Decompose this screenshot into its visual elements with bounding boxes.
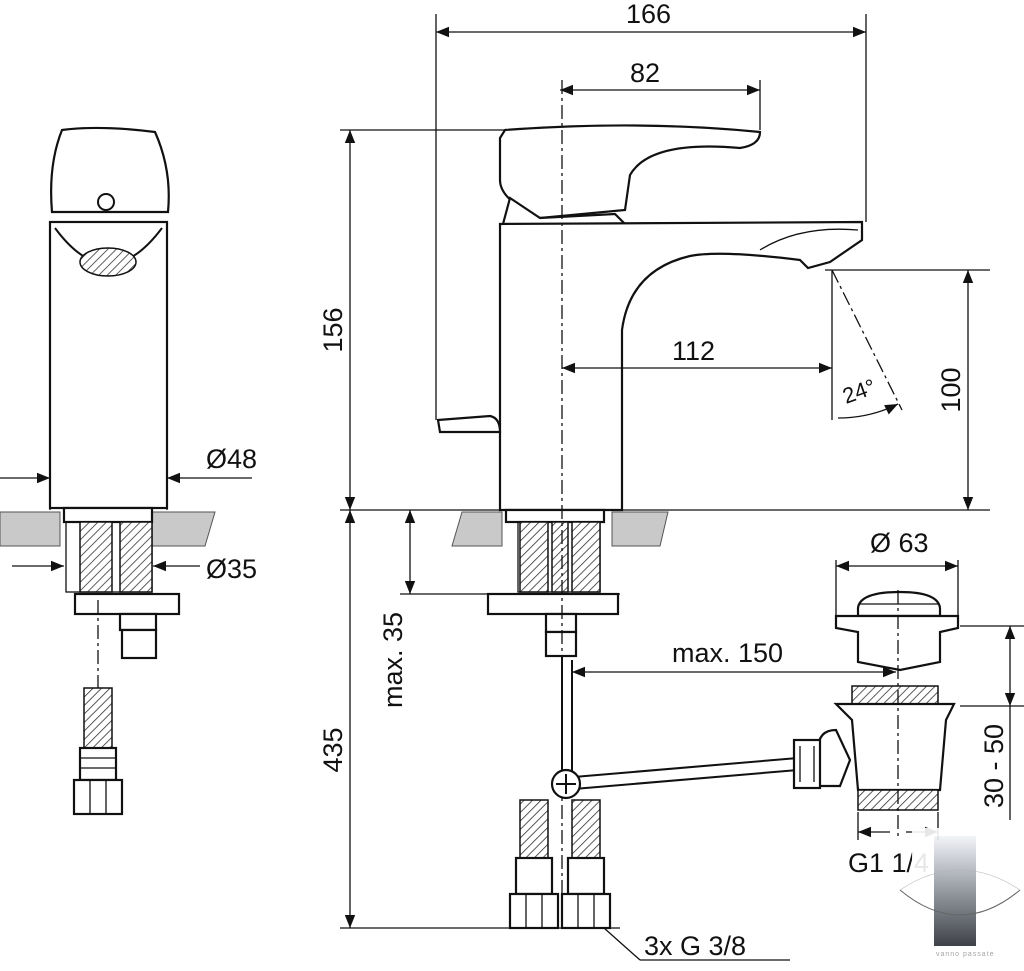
dim-spout-reach: 112: [672, 336, 715, 366]
watermark-logo: vanno passate: [899, 828, 1024, 958]
dim-total-width: 166: [626, 0, 671, 29]
dim-total-height: 156: [318, 307, 348, 352]
popup-lever: [436, 414, 502, 434]
side-view: Ø48 Ø35: [0, 126, 257, 816]
dim-max-counter: max. 35: [378, 612, 408, 708]
dim-max-waste-offset: max. 150: [672, 638, 783, 668]
dim-spout-angle: 24°: [839, 374, 879, 409]
dim-connection-thread: 3x G 3/8: [644, 931, 746, 961]
dim-body-diameter: Ø48: [206, 444, 257, 474]
dim-waste-diameter: Ø 63: [870, 528, 929, 558]
aerator-mesh: [79, 247, 137, 277]
dim-spout-height: 100: [936, 367, 966, 412]
countertop-right: [451, 511, 669, 547]
side-handle: [50, 126, 170, 214]
side-flange: [62, 506, 154, 524]
dim-handle-offset: 82: [630, 58, 660, 88]
waste-fitting: Ø 63 30 - 50 G1 1/4: [792, 528, 1024, 878]
front-handle: [498, 124, 762, 220]
watermark-text: vanno passate: [936, 951, 995, 958]
side-handle-screw: [97, 193, 115, 211]
dim-mounting-depth: 435: [318, 727, 348, 772]
side-bracket: [73, 592, 181, 616]
dim-waste-adjust: 30 - 50: [979, 724, 1009, 808]
front-body: [498, 220, 864, 512]
front-view: 166 82 156 112: [318, 0, 990, 961]
side-hose: [83, 687, 113, 749]
dim-base-diameter: Ø35: [206, 554, 257, 584]
